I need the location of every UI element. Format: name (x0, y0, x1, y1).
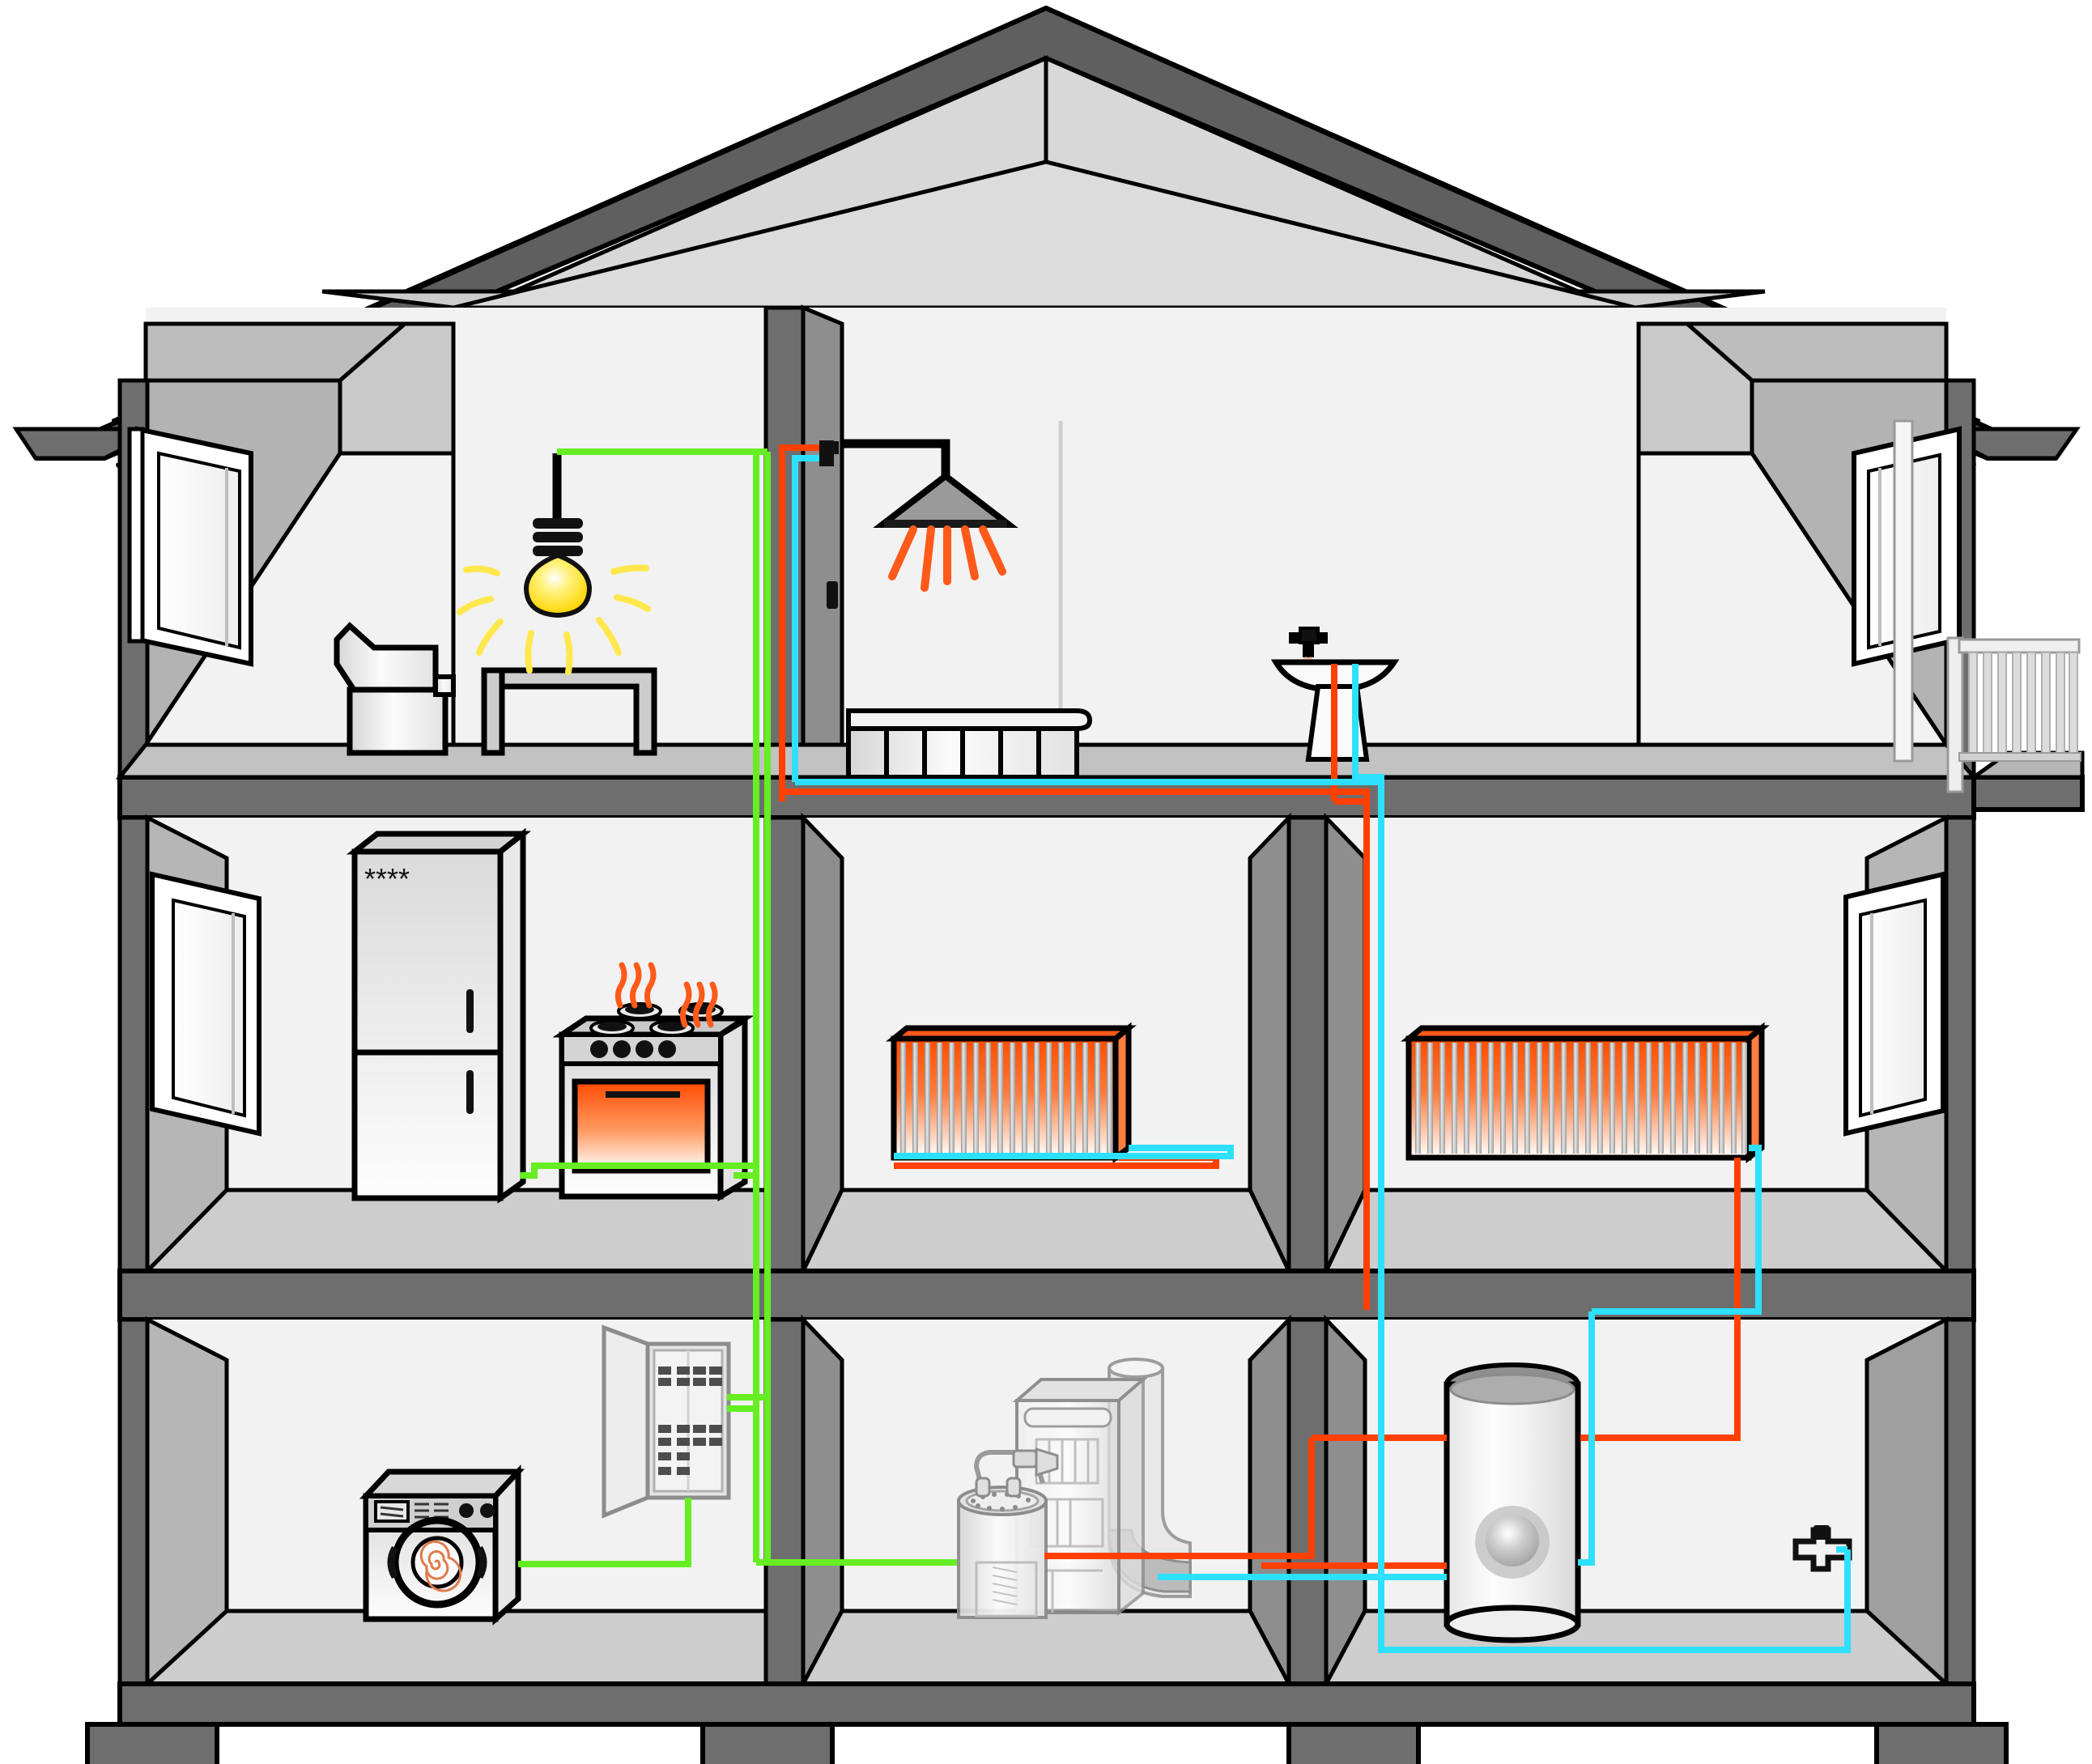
roof-label: Pitched roof (2, 73, 6, 75)
refrigerator-label: Fridge freezer (2, 35, 7, 36)
fridge-handle-upper (466, 989, 474, 1033)
electrical-distribution-board[interactable] (602, 1324, 731, 1519)
balcony-door-frame (1893, 419, 1914, 763)
tap-handle (1813, 1525, 1830, 1540)
hot-water-heating-lines (779, 444, 1741, 1569)
washbasin-label: Washbasin with tap (2, 31, 9, 33)
tank-inspection-hatch (1486, 1515, 1539, 1566)
oven-shelf (606, 1091, 680, 1098)
balcony-handrail (1958, 638, 2081, 654)
armchair-label: Armchair (2, 66, 6, 69)
boiler-label: Boiler / heat generator (2, 53, 11, 56)
freezer-star-rating: **** (364, 862, 410, 895)
electrical-circuit-lines (518, 448, 957, 1567)
legend-orange-label: heating / hot water flow (2, 15, 11, 17)
hot-water-tank-label: Hot water storage cylinder (2, 57, 11, 59)
washing-machine (359, 1464, 525, 1626)
shower-water-jets (888, 525, 1006, 592)
bulb-cap (533, 518, 583, 556)
cold-water-lines (792, 455, 1851, 1653)
radiator-centre-fins (900, 1043, 1112, 1154)
stove-heat-waves (614, 962, 718, 1028)
radiator-right-label: Panel radiator (2, 44, 7, 46)
table-label: Table (2, 70, 4, 72)
washer-drum-spiral (419, 1540, 462, 1592)
ceiling-light-bulb (457, 453, 651, 675)
shower-pipe-junction (819, 440, 834, 466)
radiator-centre (886, 1022, 1137, 1163)
basement-floor (117, 1314, 1976, 1727)
shower-label: Shower head (2, 25, 6, 27)
window[interactable] (127, 426, 253, 667)
floor-basement-label: Basement / Utility floor (2, 86, 11, 88)
window[interactable] (150, 871, 262, 1137)
electric-stove-oven (552, 962, 755, 1202)
shower-head (842, 439, 1018, 592)
basement-partition-left (763, 1317, 806, 1686)
diagram-title-label: House cross-section building services di… (2, 5, 19, 7)
floor-ground-label: Middle floor (2, 83, 6, 85)
middle-partition-right (1286, 815, 1329, 1273)
basement-partition-right (1286, 1317, 1329, 1686)
radiator-right-fins (1415, 1043, 1747, 1154)
distribution-board-label: Electrical consumer unit / fuse box (2, 50, 15, 53)
balcony (1893, 419, 2081, 793)
balcony-balusters (1968, 652, 2078, 759)
washer-knob-2[interactable] (480, 1503, 495, 1518)
burner-rotor-fins (992, 1566, 1018, 1605)
semantic-labels: House cross-section building services di… (2, 5, 42, 88)
washer-door (391, 1516, 483, 1609)
panel-circuit-breakers[interactable] (658, 1367, 722, 1475)
radiator-centre-label: Panel radiator (2, 40, 7, 43)
bathtub (846, 708, 1093, 780)
stove-knobs[interactable] (590, 1040, 676, 1058)
floor-attic-label: Attic / Top floor (2, 79, 7, 82)
foundation-footings (85, 1722, 2009, 1764)
middle-partition-left (763, 815, 806, 1273)
bulb-light-rays (457, 564, 651, 675)
radiator-right (1401, 1022, 1770, 1163)
hot-water-storage-tank (1444, 1362, 1581, 1643)
stove-label: Electric stove and oven (2, 37, 11, 40)
washer-program-marks (380, 1506, 404, 1518)
burner-pump-assembly (957, 1447, 1059, 1619)
table (481, 667, 657, 756)
window[interactable] (1843, 871, 1945, 1137)
bathtub-label: Bathtub (2, 28, 5, 30)
washing-machine-label: Washing machine (2, 48, 8, 49)
fridge-handle-lower (466, 1070, 474, 1114)
diagram-description-label: Cut-away section of a three-storey house… (2, 8, 42, 11)
outdoor-tap-label: Garden tap (2, 60, 6, 62)
refrigerator: **** (346, 827, 532, 1204)
footings-label: Foundation footings (2, 76, 9, 79)
washer-knob-1[interactable] (459, 1503, 474, 1518)
balcony-label: Balcony with railing (2, 63, 9, 66)
bulb-label: Ceiling light bulb (2, 21, 8, 23)
armchair (334, 622, 456, 756)
legend-green-label: electrical circuit wiring (2, 11, 10, 14)
light-switch[interactable] (827, 581, 838, 609)
washer-display (374, 1500, 410, 1523)
panel-door (602, 1324, 650, 1519)
